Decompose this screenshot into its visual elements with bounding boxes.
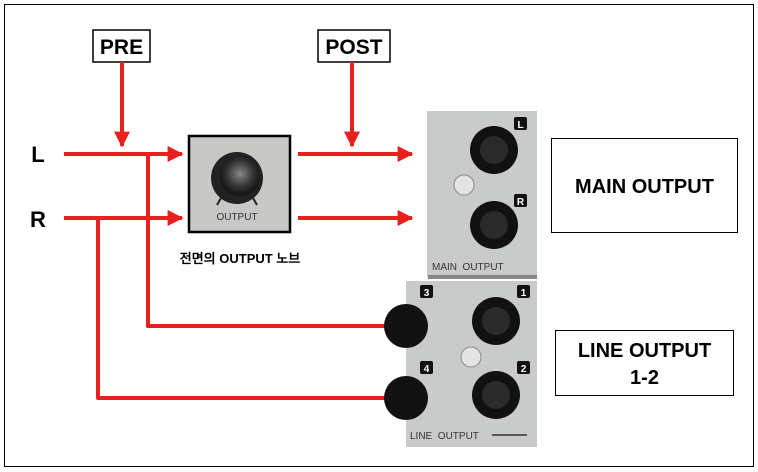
post-label: POST <box>325 36 382 59</box>
svg-text:R: R <box>517 197 525 208</box>
post-label-box: POST <box>317 29 391 63</box>
line-output-channels: 1-2 <box>630 367 659 389</box>
line-panel-label: LINE OUTPUT <box>410 431 479 442</box>
line-output-label: LINE OUTPUT <box>578 340 711 362</box>
line1-arrow <box>146 154 468 334</box>
svg-text:2: 2 <box>521 364 527 375</box>
right-channel-label: R <box>30 207 46 232</box>
svg-text:3: 3 <box>424 288 430 299</box>
svg-text:1: 1 <box>521 288 527 299</box>
line2-arrow <box>96 218 468 406</box>
screw-icon <box>453 174 475 196</box>
outer-frame <box>4 4 754 467</box>
line-output-box: LINE OUTPUT 1-2 <box>555 330 734 396</box>
left-channel-label: L <box>31 142 44 167</box>
signal-arrows <box>64 62 468 406</box>
svg-text:4: 4 <box>424 364 430 375</box>
pre-label: PRE <box>100 36 143 59</box>
knob-panel-label: OUTPUT <box>216 212 257 223</box>
line-output-panel-photo: 3 1 4 2 LINE OUTPUT <box>384 275 537 447</box>
knob-caption: 전면의 OUTPUT 노브 <box>180 251 301 266</box>
screw-icon <box>460 346 482 368</box>
pre-label-box: PRE <box>92 29 151 63</box>
svg-text:L: L <box>517 120 523 131</box>
main-output-label: MAIN OUTPUT <box>575 176 714 198</box>
main-output-box: MAIN OUTPUT <box>551 138 738 233</box>
output-knob-photo: OUTPUT <box>187 134 292 234</box>
main-output-panel-photo: L R MAIN OUTPUT <box>427 111 537 277</box>
main-panel-label: MAIN OUTPUT <box>432 262 504 273</box>
